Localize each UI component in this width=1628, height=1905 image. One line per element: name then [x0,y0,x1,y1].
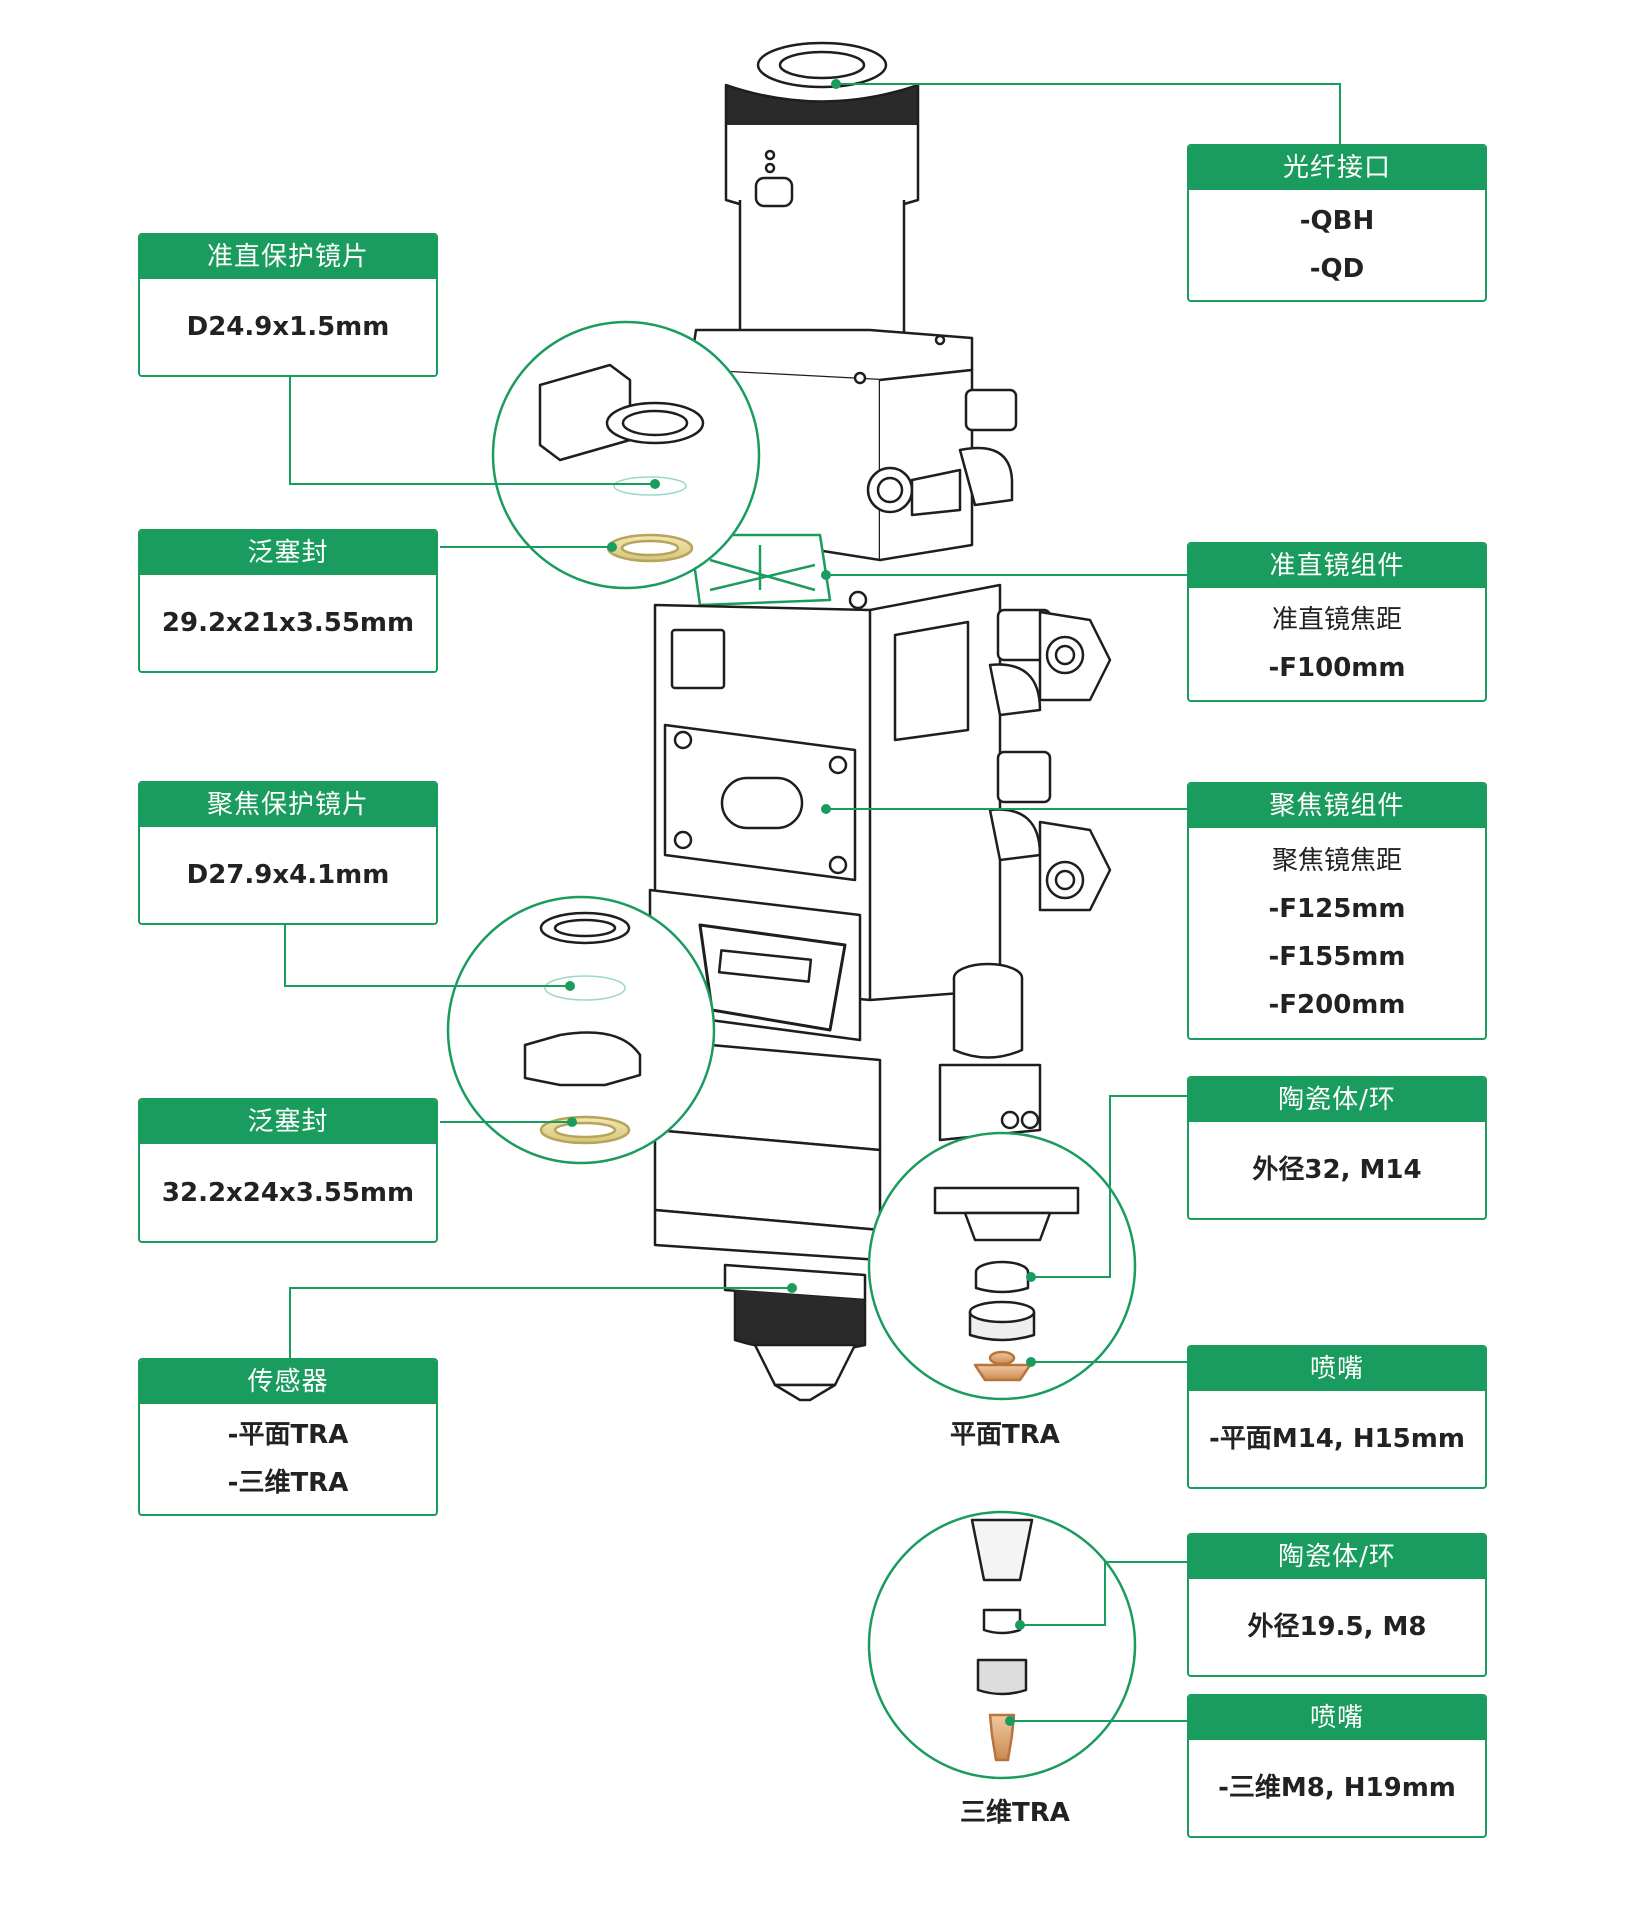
box-title: 喷嘴 [1189,1696,1485,1740]
box-title: 准直镜组件 [1189,544,1485,588]
box-line: -F125mm [1268,894,1406,924]
box-line: D24.9x1.5mm [186,312,390,342]
box-line: -F155mm [1268,942,1406,972]
box-line: 准直镜焦距 [1271,605,1402,635]
collimator-protect-lens-box: 准直保护镜片 D24.9x1.5mm [138,233,438,377]
box-title: 陶瓷体/环 [1189,1078,1485,1122]
box-line: -QBH [1299,206,1375,236]
box-line: -平面M14, H15mm [1209,1424,1465,1454]
box-line: 聚焦镜焦距 [1271,846,1402,876]
box-line: 29.2x21x3.55mm [161,608,415,638]
box-title: 准直保护镜片 [140,235,436,279]
box-line: -平面TRA [227,1420,349,1450]
sensor-box: 传感器 -平面TRA -三维TRA [138,1358,438,1516]
box-title: 喷嘴 [1189,1347,1485,1391]
nozzle-3d-box: 喷嘴 -三维M8, H19mm [1187,1694,1487,1838]
nozzle-flat-box: 喷嘴 -平面M14, H15mm [1187,1345,1487,1489]
box-title: 聚焦镜组件 [1189,784,1485,828]
focus-protect-lens-box: 聚焦保护镜片 D27.9x4.1mm [138,781,438,925]
box-line: 32.2x24x3.55mm [161,1177,415,1208]
collimator-assembly-box: 准直镜组件 准直镜焦距 -F100mm [1187,542,1487,702]
caption-flat-tra: 平面TRA [950,1420,1060,1450]
seal-bottom-box: 泛塞封 32.2x24x3.55mm [138,1098,438,1243]
box-line: -三维TRA [227,1468,349,1498]
ceramic-ring-icon [974,1260,1030,1294]
box-title: 泛塞封 [140,531,436,575]
box-line: -QD [1309,254,1365,284]
protect-lens-holder-icon [538,363,705,462]
box-line: -F200mm [1268,990,1406,1020]
nozzle-icon [973,1350,1032,1382]
focus-assembly-box: 聚焦镜组件 聚焦镜焦距 -F125mm -F155mm -F200mm [1187,782,1487,1040]
fiber-interface-box: 光纤接口 -QBH -QD [1187,144,1487,302]
ceramic-3d-box: 陶瓷体/环 外径19.5, M8 [1187,1533,1487,1677]
box-line: 外径19.5, M8 [1247,1612,1427,1642]
box-title: 陶瓷体/环 [1189,1535,1485,1579]
seal-ring-icon [606,533,694,563]
box-title: 泛塞封 [140,1100,436,1144]
ceramic-flat-box: 陶瓷体/环 外径32, M14 [1187,1076,1487,1220]
box-line: 外径32, M14 [1252,1155,1422,1185]
caption-3d-tra: 三维TRA [960,1798,1070,1828]
box-line: D27.9x4.1mm [186,860,390,890]
box-title: 聚焦保护镜片 [140,783,436,827]
box-line: -F100mm [1268,653,1406,683]
seal-top-box: 泛塞封 29.2x21x3.55mm [138,529,438,673]
box-line: -三维M8, H19mm [1218,1773,1456,1803]
box-title: 传感器 [140,1360,436,1404]
box-title: 光纤接口 [1189,146,1485,190]
